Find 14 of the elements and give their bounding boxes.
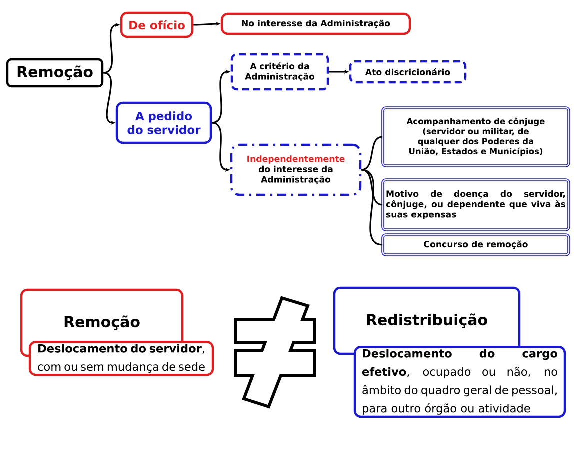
double-border-box: Acompanhamento de cônjuge (servidor ou militar, de qualquer dos Poderes da União, Estados e Municípios) <box>382 106 570 168</box>
category-box: Deslocamento do cargo efetivo, ocupado ou não, no âmbito do quadro geral de pessoal, para outro órgão ou atividade <box>354 346 566 418</box>
double-border-box: Motivo de doença do servidor, cônjuge, ou dependente que viva às suas expensas <box>382 178 570 232</box>
dashed-box: A critério da Administração <box>230 53 330 91</box>
connector <box>361 169 383 206</box>
dashed-box: Ato discricionário <box>349 60 467 84</box>
connector <box>361 169 383 246</box>
double-border-box: Concurso de remoção <box>382 234 570 256</box>
category-box: No interesse da Administração <box>220 12 412 36</box>
category-box: A pedido do servidor <box>116 102 212 144</box>
topic-box: Remoção <box>6 58 104 88</box>
category-box: Deslocamento do servidor, com ou sem mudança de sede <box>28 340 214 376</box>
category-box: De ofício <box>120 12 194 38</box>
connector <box>361 136 383 171</box>
